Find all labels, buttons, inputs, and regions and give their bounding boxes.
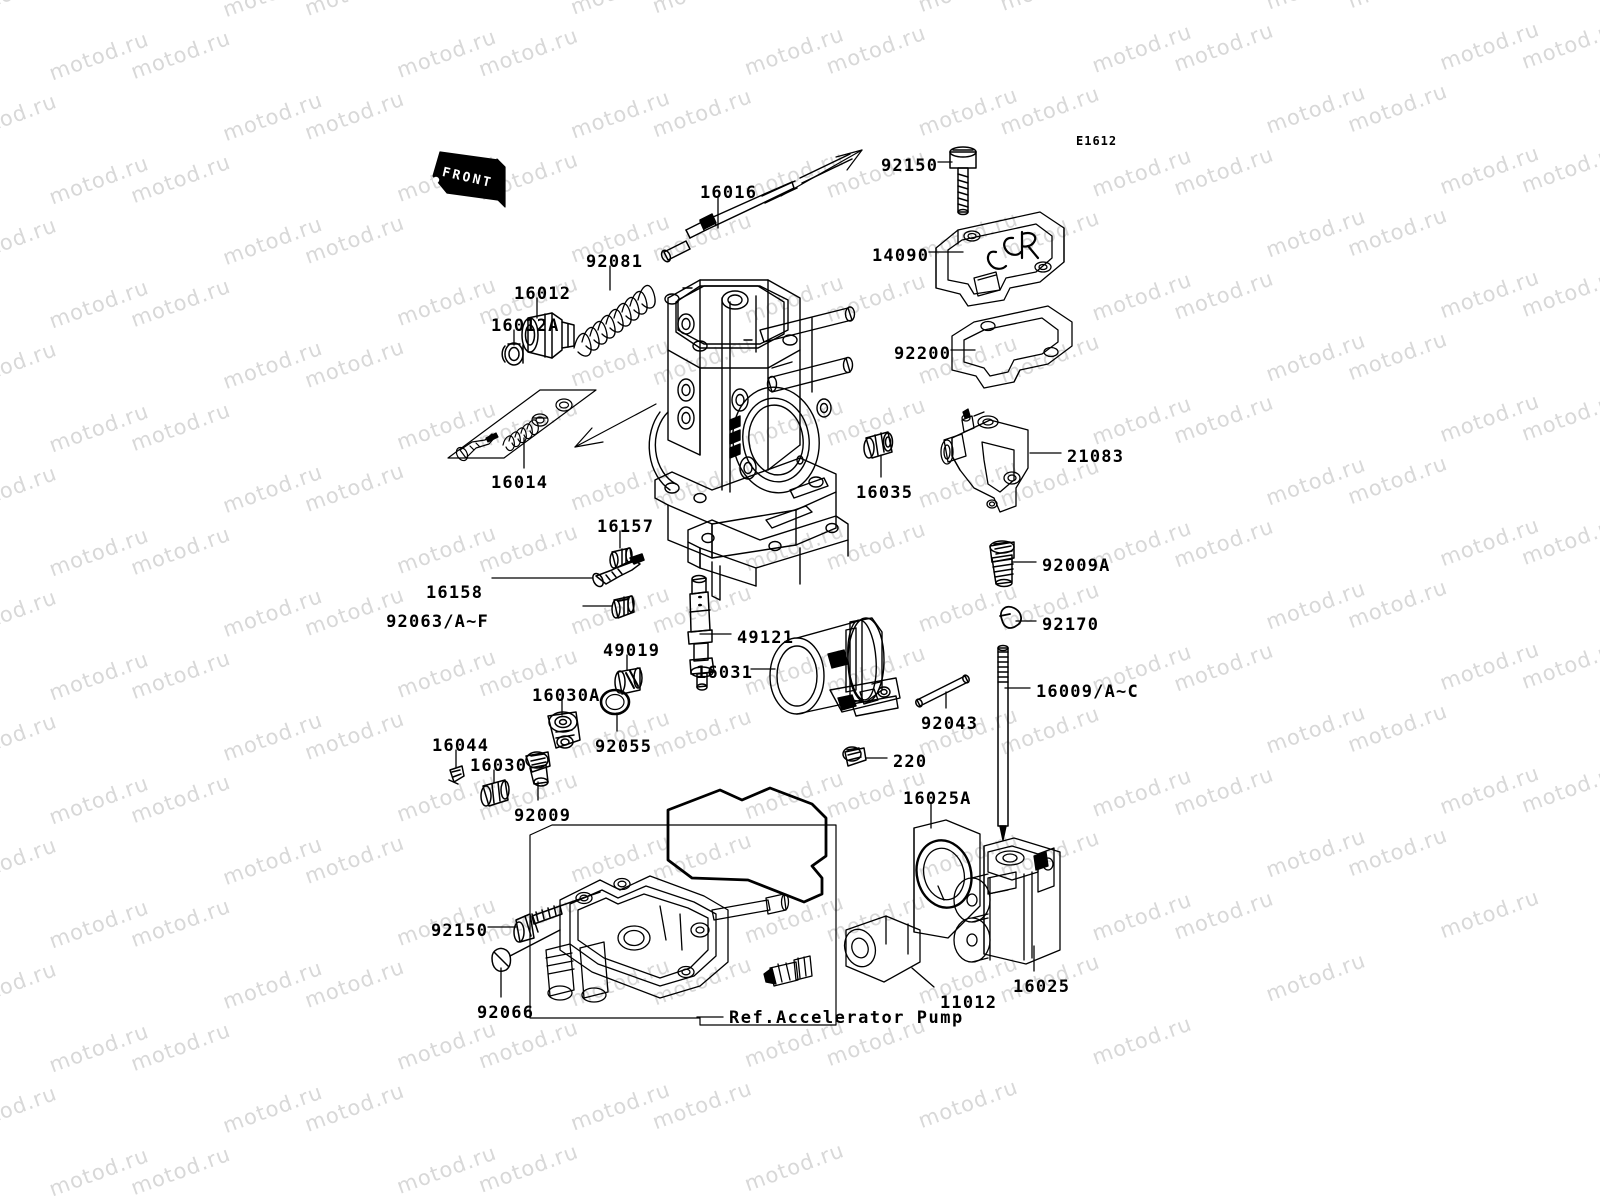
part-16025A-shape — [913, 819, 981, 939]
part-label-92066: 92066 — [477, 1003, 535, 1023]
part-21083-shape — [940, 408, 1029, 513]
part-label-16157: 16157 — [597, 517, 655, 537]
figure-code: E1612 — [1076, 134, 1118, 148]
part-92043-shape — [915, 674, 970, 708]
part-49121-shape — [687, 574, 715, 691]
part-label-92170: 92170 — [1042, 615, 1100, 635]
part-label-16044: 16044 — [432, 736, 490, 756]
part-16012A-shape — [501, 342, 524, 366]
part-16030A-shape — [547, 711, 581, 749]
part-92170-shape — [999, 605, 1022, 629]
part-label-49121: 49121 — [737, 628, 795, 648]
part-16158-shape — [592, 553, 645, 588]
part-label-16014: 16014 — [491, 473, 549, 493]
part-16009-shape — [997, 644, 1009, 841]
part-16012-shape — [521, 312, 575, 359]
part-label-16035: 16035 — [856, 483, 914, 503]
front-arrow-icon — [432, 151, 506, 208]
part-49019-shape — [614, 667, 643, 695]
part-label-92081: 92081 — [586, 252, 644, 272]
reference-note-accelerator-pump: Ref.Accelerator Pump — [729, 1008, 964, 1028]
part-92200-shape — [951, 305, 1073, 389]
part-92009A-shape — [989, 540, 1015, 588]
part-92150-top-shape — [949, 146, 977, 216]
front-direction-marker: FRONT — [430, 143, 508, 215]
part-label-16012: 16012 — [514, 284, 572, 304]
part-label-11012: 11012 — [940, 993, 998, 1013]
part-16035-shape — [863, 431, 894, 459]
part-220-shape — [842, 746, 867, 767]
part-92150-bottom-shape — [513, 891, 601, 943]
part-16025-shape — [953, 837, 1061, 965]
part-92055-shape — [599, 688, 631, 716]
part-label-16025A: 16025A — [903, 789, 972, 809]
part-16044-shape — [448, 765, 465, 785]
part-11012-shape — [843, 915, 921, 983]
part-14090-shape — [935, 211, 1065, 307]
part-label-92009: 92009 — [514, 806, 572, 826]
part-label-16030A: 16030A — [532, 686, 601, 706]
part-label-16009-A-C: 16009/A~C — [1036, 682, 1139, 702]
part-label-92200: 92200 — [894, 344, 952, 364]
part-label-92150: 92150 — [881, 156, 939, 176]
part-16031-shape — [769, 617, 901, 717]
part-label-21083: 21083 — [1067, 447, 1125, 467]
part-label-92150: 92150 — [431, 921, 489, 941]
part-label-220: 220 — [893, 752, 928, 772]
part-16016-shape — [660, 153, 853, 263]
part-label-92009A: 92009A — [1042, 556, 1111, 576]
part-92055-inner — [605, 693, 625, 711]
part-label-92055: 92055 — [595, 737, 653, 757]
part-label-16031: 16031 — [696, 663, 754, 683]
part-label-14090: 14090 — [872, 246, 930, 266]
part-label-92063-A-F: 92063/A~F — [386, 612, 489, 632]
part-label-49019: 49019 — [603, 641, 661, 661]
part-label-92043: 92043 — [921, 714, 979, 734]
part-label-16016: 16016 — [700, 183, 758, 203]
part-label-16030: 16030 — [470, 756, 528, 776]
part-92066-shape — [491, 929, 561, 972]
part-label-16158: 16158 — [426, 583, 484, 603]
part-16030-shape — [480, 779, 510, 807]
part-label-16025: 16025 — [1013, 977, 1071, 997]
part-92063-shape — [611, 595, 635, 619]
part-92081-shape — [573, 284, 656, 357]
carburetor-body-shape — [648, 279, 856, 601]
part-16014-kit-box — [447, 389, 597, 462]
part-label-16012A: 16012A — [491, 316, 560, 336]
float-bowl-assembly-shape — [529, 786, 837, 1026]
part-92009-shape — [525, 751, 551, 787]
front-marker-label: FRONT — [440, 165, 495, 192]
